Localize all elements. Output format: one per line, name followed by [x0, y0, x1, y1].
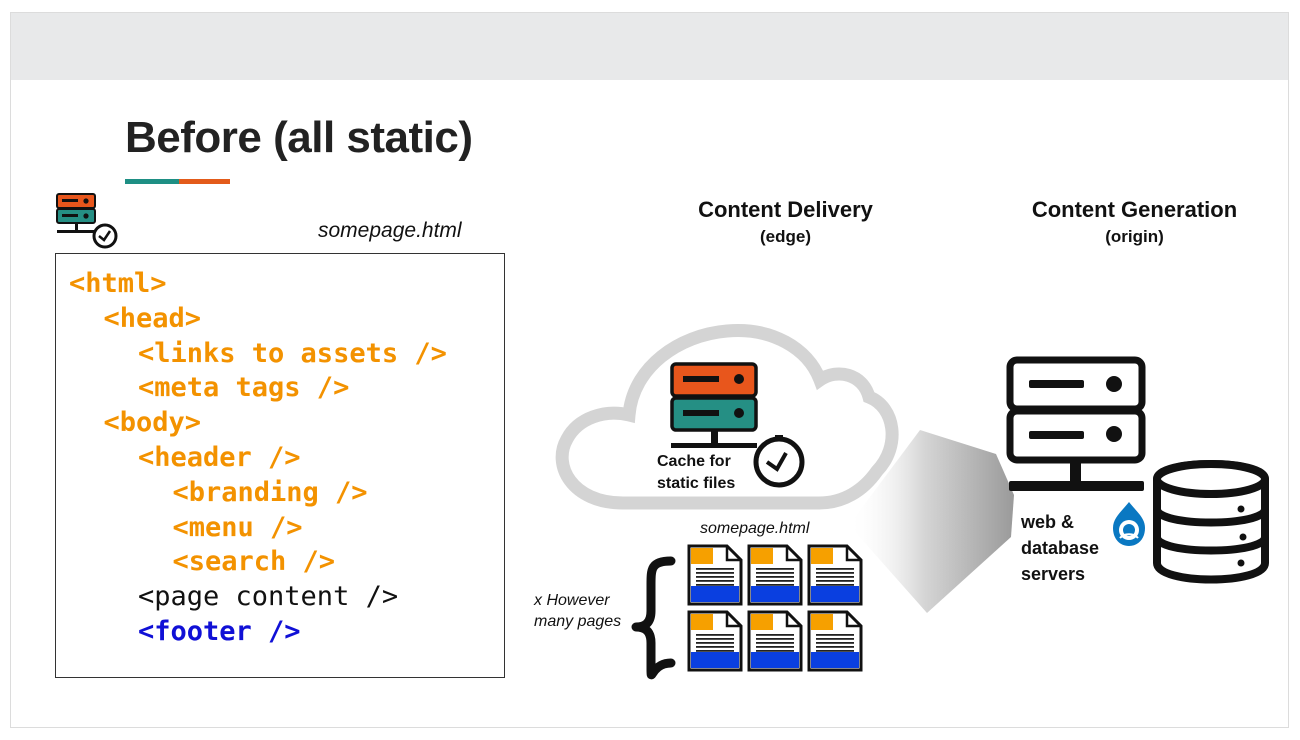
- code-line: <meta tags />: [138, 372, 350, 404]
- accent-orange: [179, 179, 230, 184]
- accent-teal: [125, 179, 179, 184]
- page-icon: [747, 610, 803, 672]
- architecture-diagram: [555, 324, 1269, 680]
- content-delivery-title: Content Delivery: [698, 197, 873, 222]
- cloud-icon: [555, 324, 899, 510]
- slide: Before (all static) somepage.html <html>…: [10, 12, 1289, 728]
- html-code-box: <html><head><links to assets /><meta tag…: [55, 253, 505, 678]
- page-icon: [807, 544, 863, 606]
- pages-count-label: x However many pages: [534, 592, 622, 630]
- code-line: <search />: [172, 546, 336, 578]
- page-icon: [807, 610, 863, 672]
- slide-top-band: [11, 13, 1288, 80]
- content-delivery-heading: Content Delivery (edge): [688, 197, 883, 247]
- curly-brace: [631, 556, 676, 680]
- drupal-icon: [1113, 502, 1145, 546]
- content-delivery-subtitle: (edge): [760, 227, 811, 246]
- code-line: <footer />: [138, 616, 301, 647]
- server-cache-icon: [56, 193, 118, 249]
- code-line: <body>: [103, 407, 202, 439]
- origin-server-icon: [1006, 356, 1146, 491]
- content-generation-heading: Content Generation (origin): [1017, 197, 1252, 247]
- code-line: <menu />: [172, 511, 303, 543]
- content-generation-title: Content Generation: [1031, 197, 1238, 222]
- page-icons: [687, 544, 863, 672]
- title-accent-bar: [125, 179, 230, 184]
- code-line: <page content />: [138, 581, 399, 613]
- code-line: <html>: [69, 268, 167, 299]
- code-filename-label: somepage.html: [318, 219, 462, 242]
- origin-server-label: web & database servers: [1021, 512, 1100, 584]
- pages-filename-label: somepage.html: [700, 520, 810, 537]
- connection-beam: [849, 430, 1014, 613]
- code-line: <header />: [138, 442, 301, 473]
- code-line: <links to assets />: [138, 337, 447, 369]
- code-line: <head>: [103, 302, 202, 334]
- page-icon: [687, 544, 743, 606]
- code-line: <branding />: [172, 476, 368, 508]
- database-icon: [1153, 460, 1269, 584]
- cache-server-icon: [670, 362, 758, 448]
- content-generation-subtitle: (origin): [1105, 227, 1164, 246]
- slide-title: Before (all static): [125, 113, 473, 162]
- clock-icon: [753, 435, 805, 488]
- cache-label: Cache for static files: [657, 453, 736, 492]
- page-icon: [747, 544, 803, 606]
- page-icon: [687, 610, 743, 672]
